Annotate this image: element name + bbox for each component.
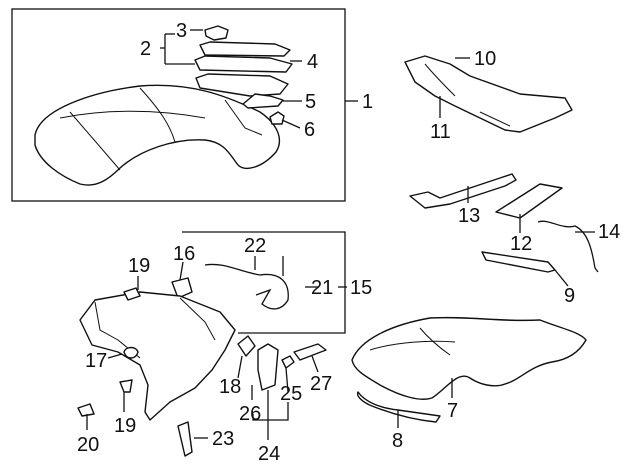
clip-25 <box>281 355 295 369</box>
callout-6: 6 <box>304 119 315 141</box>
bracket-24 <box>257 343 279 391</box>
strip-23 <box>177 421 193 457</box>
callout-2: 2 <box>140 38 151 60</box>
callout-18: 18 <box>219 376 241 398</box>
soft-top <box>351 316 587 400</box>
callout-22: 22 <box>244 235 266 257</box>
fastener-19-lower <box>119 379 133 393</box>
header-panel <box>404 55 573 133</box>
leader-lines <box>86 29 595 440</box>
wire-harness <box>537 220 599 273</box>
hardtop-group-box <box>11 8 346 202</box>
pad <box>495 183 563 219</box>
callout-23: 23 <box>212 428 234 450</box>
callout-3: 3 <box>176 20 187 42</box>
callout-25: 25 <box>280 383 302 405</box>
seal <box>356 391 441 423</box>
hardtop-shell <box>34 84 281 186</box>
callout-19a: 19 <box>128 255 150 277</box>
strap <box>409 173 517 209</box>
callout-21: 21 <box>311 277 333 299</box>
callout-27: 27 <box>310 373 332 395</box>
softtop-group-bracket <box>182 231 346 334</box>
weatherstrip <box>481 251 556 273</box>
callout-8: 8 <box>392 430 403 452</box>
callout-13: 13 <box>458 205 480 227</box>
bracket-18 <box>237 335 256 357</box>
callout-9: 9 <box>564 285 575 307</box>
rear-glass-seals <box>194 25 293 125</box>
callout-4: 4 <box>307 51 318 73</box>
callout-24: 24 <box>258 443 280 465</box>
callout-14: 14 <box>598 221 620 243</box>
fastener-20 <box>77 403 95 417</box>
callout-10: 10 <box>474 48 496 70</box>
callout-20: 20 <box>77 434 99 456</box>
callout-16: 16 <box>173 243 195 265</box>
callout-17: 17 <box>85 350 107 372</box>
latch <box>171 277 193 299</box>
callout-7: 7 <box>447 400 458 422</box>
callout-1: 1 <box>362 91 373 113</box>
callout-11: 11 <box>430 121 451 143</box>
tonneau-harness <box>204 263 289 310</box>
fastener-19-upper <box>123 287 141 301</box>
bar-27 <box>293 343 327 361</box>
fastener-17 <box>123 346 139 359</box>
callout-5: 5 <box>305 91 316 113</box>
callout-12: 12 <box>510 233 532 255</box>
callout-19b: 19 <box>114 415 136 437</box>
callout-26: 26 <box>239 403 261 425</box>
callout-15: 15 <box>350 277 372 299</box>
